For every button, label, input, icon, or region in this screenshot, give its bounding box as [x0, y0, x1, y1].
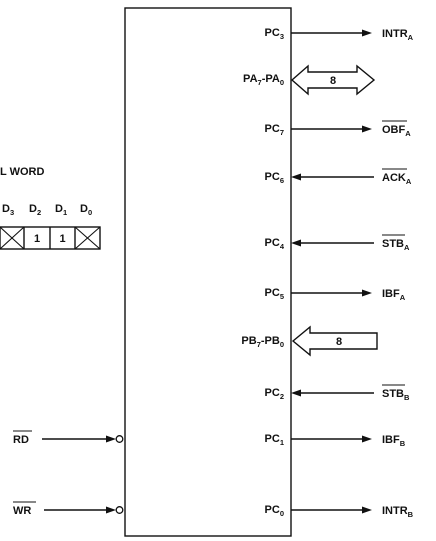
bus-width-a: 8	[330, 75, 336, 87]
input-rd: RD	[13, 434, 29, 446]
cell-d2-value: 1	[34, 233, 40, 245]
line-ibf-b	[291, 435, 372, 443]
control-word-cells	[0, 226, 101, 250]
pin-pc6: PC6	[265, 171, 284, 185]
signal-stb-a: STBA	[382, 238, 410, 252]
pin-pc1: PC1	[265, 433, 284, 447]
inversion-bubble-wr	[115, 506, 124, 514]
pin-pc0: PC0	[265, 504, 284, 518]
line-intr-a	[291, 29, 372, 37]
signal-stb-b: STBB	[382, 388, 410, 402]
signal-intr-b: INTRB	[382, 505, 414, 519]
cell-d1-value: 1	[59, 233, 65, 245]
control-word-label: L WORD	[0, 166, 44, 178]
inversion-bubble-rd	[115, 435, 124, 443]
bit-header-d0: D0	[80, 203, 92, 217]
line-ibf-a	[291, 289, 372, 297]
input-wr: WR	[13, 505, 31, 517]
signal-intr-a: INTRA	[382, 28, 414, 42]
bit-header-d3: D3	[2, 203, 14, 217]
pin-pc4: PC4	[265, 237, 285, 251]
bit-header-d2: D2	[29, 203, 41, 217]
line-stb-b	[291, 389, 374, 397]
signal-obf-a: OBFA	[382, 124, 411, 138]
pin-pc7: PC7	[265, 123, 284, 137]
bus-arrow-port-a: 8	[290, 64, 376, 96]
bus-arrow-port-b: 8	[291, 325, 378, 357]
signal-ibf-b: IBFB	[382, 434, 406, 448]
signal-ibf-a: IBFA	[382, 288, 406, 302]
bus-width-b: 8	[336, 336, 342, 348]
pin-pc2: PC2	[265, 387, 284, 401]
line-wr	[44, 506, 124, 514]
line-intr-b	[291, 506, 372, 514]
signal-ack-a: ACKA	[382, 172, 412, 186]
pin-pc3: PC3	[265, 27, 284, 41]
chip-body	[124, 7, 292, 537]
pin-pc5: PC5	[265, 287, 284, 301]
pin-pa7-pa0: PA7-PA0	[243, 73, 284, 87]
bit-header-d1: D1	[55, 203, 67, 217]
pin-pb7-pb0: PB7-PB0	[241, 335, 284, 349]
line-rd	[42, 435, 124, 443]
line-stb-a	[291, 239, 374, 247]
line-ack-a	[291, 173, 374, 181]
line-obf-a	[291, 125, 372, 133]
